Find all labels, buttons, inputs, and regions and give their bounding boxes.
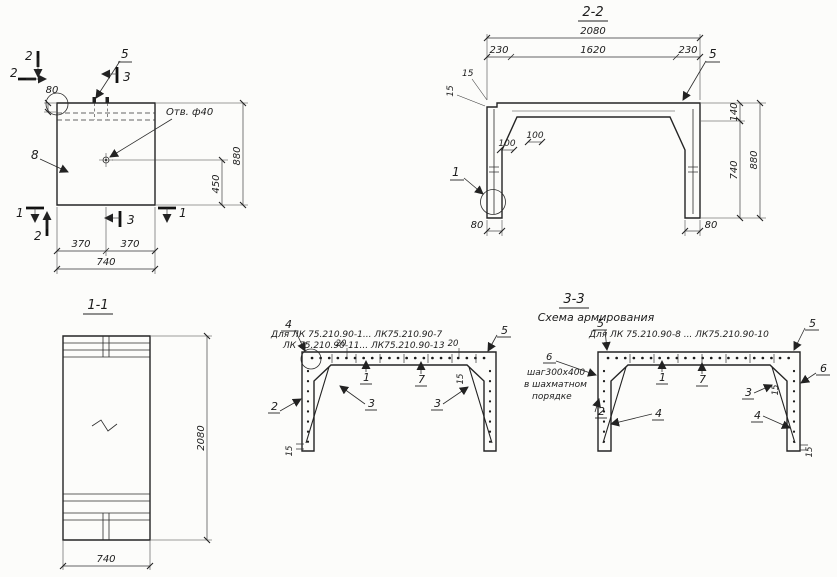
dim-label: 20 bbox=[336, 339, 347, 349]
dim-label: 370 bbox=[71, 239, 90, 250]
section-mark: 2 bbox=[25, 49, 33, 63]
dim-label: 740 bbox=[729, 160, 740, 179]
rebar-mark: 3 bbox=[368, 397, 375, 410]
section-mark: 2 bbox=[10, 66, 18, 80]
dim-label: 230 bbox=[489, 45, 508, 56]
dim-label: 15 bbox=[462, 69, 474, 79]
dim-label: 740 bbox=[96, 554, 115, 565]
dim-label: 230 bbox=[678, 45, 697, 56]
section-mark: 2 bbox=[34, 229, 42, 243]
rebar-mark: 3 bbox=[745, 386, 752, 399]
break-line bbox=[91, 419, 118, 432]
detail-circle bbox=[300, 348, 322, 370]
dim-label: 140 bbox=[729, 102, 740, 121]
view-title: 1-1 bbox=[87, 298, 108, 313]
section-1-1: 1-1 2080 740 bbox=[59, 298, 212, 570]
rebar-mark: 4 bbox=[754, 409, 761, 422]
section-mark: 1 bbox=[16, 206, 24, 220]
section-mark: 3 bbox=[127, 213, 135, 227]
rebar-mark: 1 bbox=[363, 371, 370, 384]
rebar-mark: 5 bbox=[809, 317, 816, 330]
rebar-mark: 4 bbox=[655, 407, 662, 420]
dim-label: 15 bbox=[456, 374, 466, 385]
dim-label: 100 bbox=[498, 139, 515, 149]
rebar-mark: 4 bbox=[285, 318, 292, 331]
rebar-mark: 3 bbox=[434, 397, 441, 410]
dim-label: 450 bbox=[211, 174, 222, 193]
caption: Для ЛК 75.210.90-8 ... ЛК75.210.90-10 bbox=[588, 330, 769, 340]
note-text: порядке bbox=[532, 392, 572, 402]
dim-label: 15 bbox=[285, 446, 295, 457]
caption: ЛК 75.210.90-11... ЛК75.210.90-13 bbox=[282, 341, 445, 351]
dim-label: 15 bbox=[805, 447, 815, 458]
dim-label: 2080 bbox=[580, 26, 605, 37]
dim-label: 370 bbox=[120, 239, 139, 250]
caption: Для ЛК 75.210.90-1... ЛК75.210.90-7 bbox=[270, 330, 443, 340]
reinforcement-section-left: 4 5 20 20 1 7 15 3 3 2 15 bbox=[268, 318, 511, 456]
detail-circle bbox=[480, 189, 506, 215]
view-title: 3-3 bbox=[563, 292, 584, 307]
section-3-3: 3-3 Схема армирования Для ЛК 75.210.90-1… bbox=[268, 292, 830, 457]
section-mark: 1 bbox=[179, 206, 187, 220]
rebar-mark: 7 bbox=[699, 373, 706, 386]
dim-label: 880 bbox=[232, 146, 243, 165]
rebar-mark: 2 bbox=[598, 405, 605, 418]
dim-label: 20 bbox=[448, 339, 459, 349]
rebar-mark: 8 bbox=[31, 148, 39, 162]
rebar-mark: 1 bbox=[452, 165, 460, 179]
rebar-stud bbox=[92, 97, 96, 103]
dim-label: 15 bbox=[446, 85, 456, 97]
rebar-mark: 5 bbox=[709, 47, 717, 61]
dim-label: 80 bbox=[471, 220, 484, 231]
dim-label: 15 bbox=[771, 385, 781, 396]
rebar-mark: 7 bbox=[418, 373, 425, 386]
section-2-2: 2-2 2080 230 1620 230 15 15 100 100 5 1 bbox=[446, 5, 766, 236]
rebar-mark: 6 bbox=[820, 362, 827, 375]
rebar-mark: 5 bbox=[597, 317, 604, 330]
reinforcement-note: 6 шаг300х400 в шахматном порядке bbox=[524, 352, 597, 402]
end-view: Отв. ф40 8 5 2 2 2 3 3 1 1 80 bbox=[10, 47, 248, 274]
reinforcement-section-right: 5 5 6 1 7 3 15 2 4 4 bbox=[592, 317, 830, 458]
dim-label: 880 bbox=[749, 150, 760, 169]
dim-label: 80 bbox=[705, 220, 718, 231]
dim-label: 100 bbox=[526, 131, 543, 141]
view-title: 2-2 bbox=[582, 5, 603, 20]
dim-label: 740 bbox=[96, 257, 115, 268]
note-text: в шахматном bbox=[524, 380, 587, 390]
dim-label: 2080 bbox=[196, 425, 207, 450]
hole-label: Отв. ф40 bbox=[166, 107, 213, 118]
rebar-stud bbox=[105, 97, 109, 103]
note-text: шаг300х400 bbox=[527, 368, 585, 378]
rebar-mark: 2 bbox=[271, 400, 278, 413]
rebar-mark: 5 bbox=[121, 47, 129, 61]
rebar-mark: 1 bbox=[659, 371, 666, 384]
dim-label: 1620 bbox=[580, 45, 605, 56]
rebar-mark: 6 bbox=[546, 352, 552, 363]
rebar-mark: 5 bbox=[501, 324, 508, 337]
dim-label: 80 bbox=[46, 85, 59, 96]
section-mark: 3 bbox=[123, 70, 131, 84]
view-subtitle: Схема армирования bbox=[538, 311, 655, 324]
